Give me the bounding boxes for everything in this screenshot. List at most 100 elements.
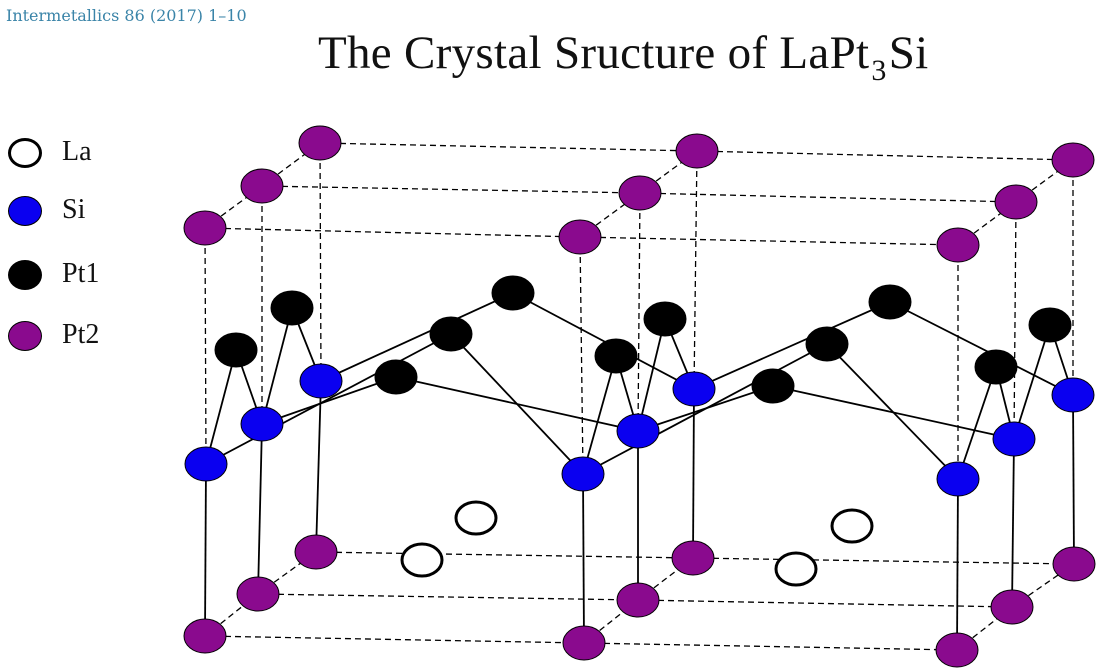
si-pt2-bond [204, 463, 207, 637]
journal-citation: Intermetallics 86 (2017) 1–10 [6, 6, 247, 25]
legend-label-la: La [62, 136, 92, 167]
legend-label-si: Si [62, 194, 86, 225]
pt2-atom [183, 210, 227, 246]
si-atom [240, 406, 284, 442]
la-atom [400, 542, 444, 578]
cell-edge-vertical [1013, 201, 1017, 440]
si-atom [616, 413, 660, 449]
cell-edge-vertical [204, 227, 207, 465]
si-pt1-bond [957, 366, 997, 480]
si-atom [672, 371, 716, 407]
si-pt2-bond [956, 478, 959, 651]
cell-edge-top [261, 185, 641, 194]
diagram-title: The Crystal Sructure of LaPt3Si [318, 26, 929, 87]
cell-edge-bottom [315, 551, 694, 559]
si-pt1-bond [261, 307, 293, 425]
si-pt2-bond [1011, 438, 1015, 608]
si-atom [992, 421, 1036, 457]
si-pt1-bond [261, 376, 397, 425]
cell-edge-vertical [579, 236, 584, 475]
cell-edge-bottom [204, 635, 585, 644]
title-subscript: 3 [871, 54, 887, 87]
pt1-atom [491, 275, 535, 311]
pt2-atom [1051, 142, 1095, 178]
pt2-atom [990, 589, 1034, 625]
pt2-atom [298, 125, 342, 161]
pt2-atom [616, 582, 660, 618]
pt1-atom [429, 316, 473, 352]
pt1-atom [594, 338, 638, 374]
si-atom-marker [8, 196, 42, 226]
si-pt2-bond [257, 423, 263, 595]
pt2-atom [935, 632, 979, 668]
legend-label-pt1: Pt1 [62, 258, 100, 289]
cell-edge-bottom [637, 599, 1013, 608]
pt2-atom [936, 227, 980, 263]
cell-edge-top [696, 150, 1074, 161]
pt2-atom [562, 625, 606, 661]
si-atom [299, 363, 343, 399]
la-atom [454, 500, 498, 536]
si-pt2-bond [582, 473, 585, 644]
legend-item-pt2: Pt2 [4, 315, 164, 355]
si-atom [184, 446, 228, 482]
title-prefix: The Crystal Sructure of LaPt [318, 27, 870, 79]
pt1-atom [868, 284, 912, 320]
pt1-atom-marker [8, 260, 42, 290]
si-pt1-bond [693, 301, 891, 390]
si-pt1-bond [772, 385, 1015, 440]
cell-edge-bottom [257, 593, 639, 601]
pt2-atom [994, 184, 1038, 220]
pt1-atom [374, 359, 418, 395]
pt2-atom [294, 534, 338, 570]
si-pt1-bond [205, 349, 237, 465]
pt1-atom [751, 368, 795, 404]
cell-edge-vertical [637, 192, 641, 432]
cell-edge-top [319, 142, 698, 152]
pt1-atom [214, 332, 258, 368]
pt2-atom [1052, 546, 1096, 582]
pt1-atom [643, 301, 687, 337]
si-pt1-bond [205, 333, 452, 465]
si-pt1-bond [320, 292, 514, 382]
pt2-atom [236, 576, 280, 612]
pt1-atom [974, 349, 1018, 385]
legend-item-si: Si [4, 190, 164, 230]
si-pt2-bond [1072, 394, 1075, 565]
pt1-atom [805, 326, 849, 362]
si-atom [1051, 377, 1095, 413]
cell-edge-top [579, 236, 959, 246]
si-pt2-bond [315, 380, 322, 553]
pt2-atom [240, 168, 284, 204]
pt2-atom [618, 175, 662, 211]
cell-edge-top [639, 192, 1017, 203]
si-pt1-bond [582, 355, 617, 475]
title-suffix: Si [888, 27, 929, 79]
legend-item-pt1: Pt1 [4, 254, 164, 294]
pt2-atom [183, 618, 227, 654]
la-atom-marker [8, 138, 42, 168]
si-atom [936, 461, 980, 497]
si-pt2-bond [692, 388, 695, 559]
si-atom [561, 456, 605, 492]
cell-edge-vertical [693, 150, 698, 390]
si-pt1-bond [889, 301, 1074, 396]
la-atom [830, 508, 874, 544]
si-pt1-bond [1013, 324, 1051, 440]
legend-item-la: La [4, 132, 164, 172]
pt2-atom-marker [8, 321, 42, 351]
pt1-atom [270, 290, 314, 326]
pt2-atom [558, 219, 602, 255]
pt2-atom [675, 133, 719, 169]
pt2-atom [671, 540, 715, 576]
si-pt1-bond [637, 318, 666, 432]
la-atom [774, 551, 818, 587]
si-pt1-bond [512, 292, 695, 390]
cell-edge-vertical [319, 142, 322, 382]
cell-edge-bottom [583, 642, 958, 651]
legend-label-pt2: Pt2 [62, 319, 100, 350]
si-pt1-bond [637, 385, 774, 432]
cell-edge-top [204, 227, 581, 238]
pt1-atom [1028, 307, 1072, 343]
